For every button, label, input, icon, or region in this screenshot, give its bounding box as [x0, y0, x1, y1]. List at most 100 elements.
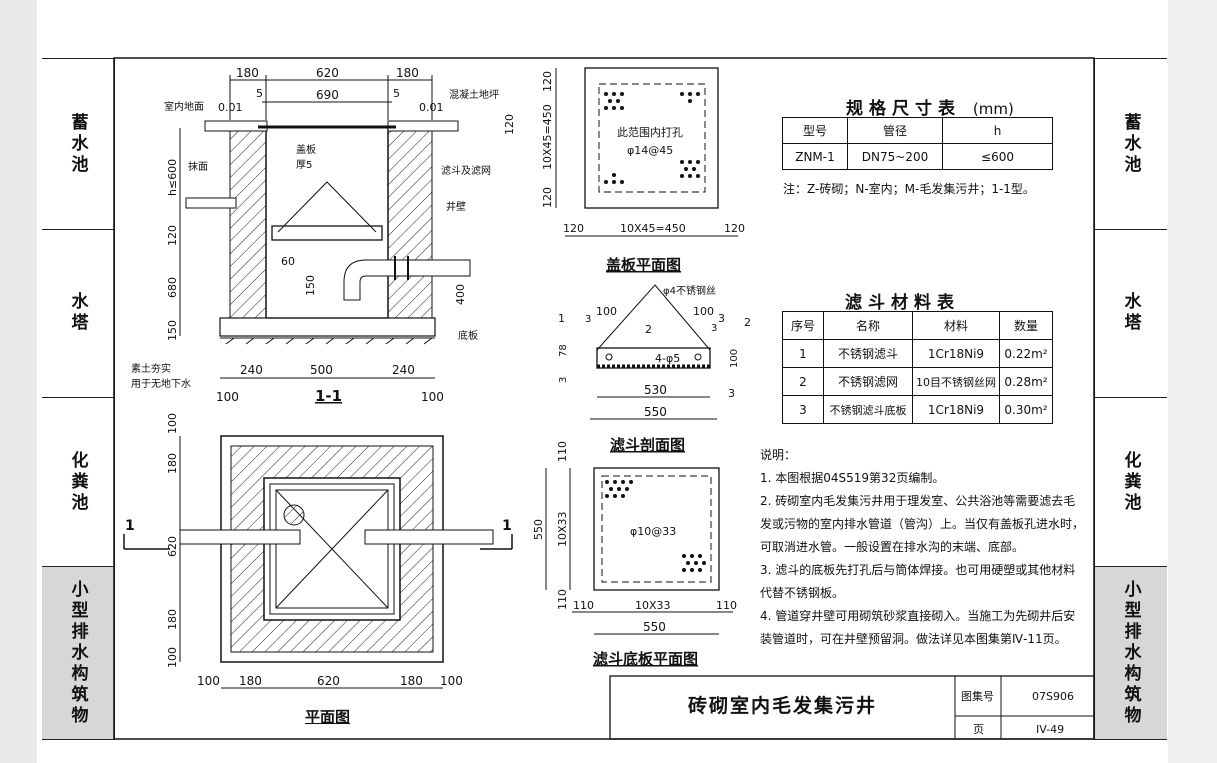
label-base: 底板: [458, 329, 478, 342]
plan-dim-left-1: 180: [166, 453, 179, 474]
filter-dim-3a: 3: [585, 314, 591, 325]
label-soil: 素土夯实: [131, 362, 171, 375]
section-caption: 1-1: [315, 387, 342, 405]
section-mark-right: 1: [502, 518, 512, 534]
filter-wire: φ4不锈钢丝: [663, 284, 716, 297]
spec-table: 型号 管径 h ZNM-1 DN75~200 ≤600: [782, 117, 1053, 170]
cover-note-1: 此范围内打孔: [617, 125, 683, 139]
title-block-title: 砖砌室内毛发集污井: [688, 694, 877, 717]
spec-header-model: 型号: [782, 117, 848, 144]
material-header-no: 序号: [782, 311, 824, 340]
material-header-name: 名称: [823, 311, 913, 340]
note-line: 4. 管道穿井壁可用砌筑砂浆直接砌入。当施工为先砌井后安: [760, 609, 1076, 623]
material-header-qty: 数量: [999, 311, 1053, 340]
plan-dim-bottom-3: 180: [400, 674, 423, 688]
material-table: 序号 名称 材料 数量 1 不锈钢滤斗 1Cr18Ni9 0.22m² 2 不锈…: [782, 311, 1053, 424]
material-cell: 0.30m²: [999, 395, 1053, 424]
plan-view: 1 1 100 180 620 180 100 100 180 620 180 …: [123, 413, 513, 689]
filter-base-dim-span: 10X33: [635, 599, 671, 612]
material-cell: 10目不锈钢丝网: [912, 367, 1000, 396]
plan-dim-left-4: 100: [166, 647, 179, 668]
filter-base-plan: φ10@33 550 110 10X33 110 110 10X33 110 5…: [532, 441, 737, 635]
filter-base-dim-550: 550: [532, 519, 545, 540]
filter-funnel: [277, 181, 377, 233]
top-slab-left: [204, 120, 268, 132]
cover-dim-lt: 120: [541, 71, 554, 92]
table-row: 3 不锈钢滤斗底板 1Cr18Ni9 0.30m²: [782, 395, 1053, 424]
notes-heading: 说明：: [760, 448, 797, 462]
level-left: 0.01: [218, 101, 243, 114]
cover-plate-plan: 此范围内打孔 φ14@45 120 10X45=450 120 120 10X4…: [541, 67, 745, 237]
dim-400: 400: [454, 284, 467, 305]
dim-500: 500: [310, 363, 333, 377]
spec-header-diameter: 管径: [847, 117, 943, 144]
filter-n2b: 2: [744, 316, 751, 329]
label-soil-2: 用于无地下水: [131, 377, 191, 390]
side-tab-label: 蓄水池: [1120, 112, 1141, 176]
dim-690: 690: [316, 88, 339, 102]
material-cell: 不锈钢滤斗: [823, 339, 913, 368]
section-1-1: 180 620 180 690 5 5 0.01 0.01 室内地面 混凝土地坪…: [131, 66, 516, 405]
plan-dim-bottom-1: 180: [239, 674, 262, 688]
plan-dim-bottom-0: 100: [197, 674, 220, 688]
material-table-title: 滤斗材料表: [845, 293, 960, 313]
plan-dim-left-2: 620: [166, 536, 179, 557]
label-cover-thk: 厚5: [296, 159, 312, 171]
spec-cell-model: ZNM-1: [782, 143, 848, 170]
filter-dim-3c: 3: [558, 377, 569, 383]
filter-base-caption: 滤斗底板平面图: [593, 650, 698, 668]
note-line: 1. 本图根据04S519第32页编制。: [760, 471, 945, 485]
level-right: 0.01: [419, 101, 444, 114]
title-block-atlas-label: 图集号: [961, 689, 994, 703]
filter-base-dim-110b: 110: [716, 599, 737, 612]
plan-dim-left-0: 100: [166, 413, 179, 434]
note-line: 可取消进水管。一般设置在排水沟的末端、底部。: [760, 540, 1025, 554]
dim-620-top: 620: [316, 66, 339, 80]
top-slab-right: [387, 120, 459, 132]
label-cover: 盖板: [296, 143, 316, 156]
section-mark-left: 1: [125, 518, 135, 534]
filter-dim-3b: 3: [711, 323, 717, 334]
right-wall: [387, 127, 433, 319]
table-row: 2 不锈钢滤网 10目不锈钢丝网 0.28m²: [782, 367, 1053, 396]
filter-section: φ4不锈钢丝 1 2 3 2 3 3 100 100 3 4-φ5 78 3 1…: [558, 284, 751, 420]
notes-block: 说明： 1. 本图根据04S519第32页编制。 2. 砖砌室内毛发集污井用于理…: [760, 444, 1090, 651]
material-cell: 不锈钢滤斗底板: [823, 395, 913, 424]
title-block-page-no: IV-49: [1036, 723, 1064, 736]
outlet-pipe: [343, 259, 471, 301]
title-block-atlas-no: 07S906: [1032, 690, 1074, 703]
material-header-material: 材料: [912, 311, 1000, 340]
dim-100-left: 100: [216, 390, 239, 404]
spec-table-title: 规格尺寸表 (mm): [846, 99, 1014, 119]
material-cell: 0.28m²: [999, 367, 1053, 396]
note-line: 代替不锈钢板。: [760, 586, 845, 600]
note-line: 3. 滤斗的底板先打孔后与筒体焊接。也可用硬塑或其他材料: [760, 563, 1076, 577]
material-cell: 0.22m²: [999, 339, 1053, 368]
material-cell: 不锈钢滤网: [823, 367, 913, 396]
note-line: 2. 砖砌室内毛发集污井用于理发室、公共浴池等需要滤去毛: [760, 494, 1076, 508]
dim-60: 60: [281, 255, 295, 268]
label-wall: 井壁: [446, 200, 466, 213]
filter-n3c: 3: [728, 387, 735, 400]
filter-base-dim-lt: 110: [556, 441, 569, 462]
material-cell: 2: [782, 367, 824, 396]
dim-180-top-left: 180: [236, 66, 259, 80]
filter-n1: 1: [558, 312, 565, 325]
filter-n3: 3: [718, 312, 725, 325]
note-line: 装管道时，可在井壁预留洞。做法详见本图集第Ⅳ-11页。: [760, 632, 1067, 646]
dim-120-right: 120: [503, 114, 516, 135]
cover-dim-span: 10X45=450: [620, 222, 686, 235]
title-block-page-label: 页: [973, 723, 984, 736]
label-plaster: 抹面: [188, 160, 208, 173]
filter-base-dim-110a: 110: [573, 599, 594, 612]
side-tab-right-small-drainage[interactable]: 小型排水构筑物: [1094, 567, 1167, 740]
dim-5-left: 5: [256, 87, 263, 100]
filter-dim-530: 530: [644, 383, 667, 397]
plan-dim-left-3: 180: [166, 609, 179, 630]
material-cell: 1Cr18Ni9: [912, 395, 1000, 424]
note-line: 发或污物的室内排水管道（管沟）上。当仅有盖板孔进水时，: [760, 517, 1085, 531]
side-tab-label: 小型排水构筑物: [67, 579, 88, 727]
plan-caption: 平面图: [305, 708, 351, 726]
dim-240-right: 240: [392, 363, 415, 377]
